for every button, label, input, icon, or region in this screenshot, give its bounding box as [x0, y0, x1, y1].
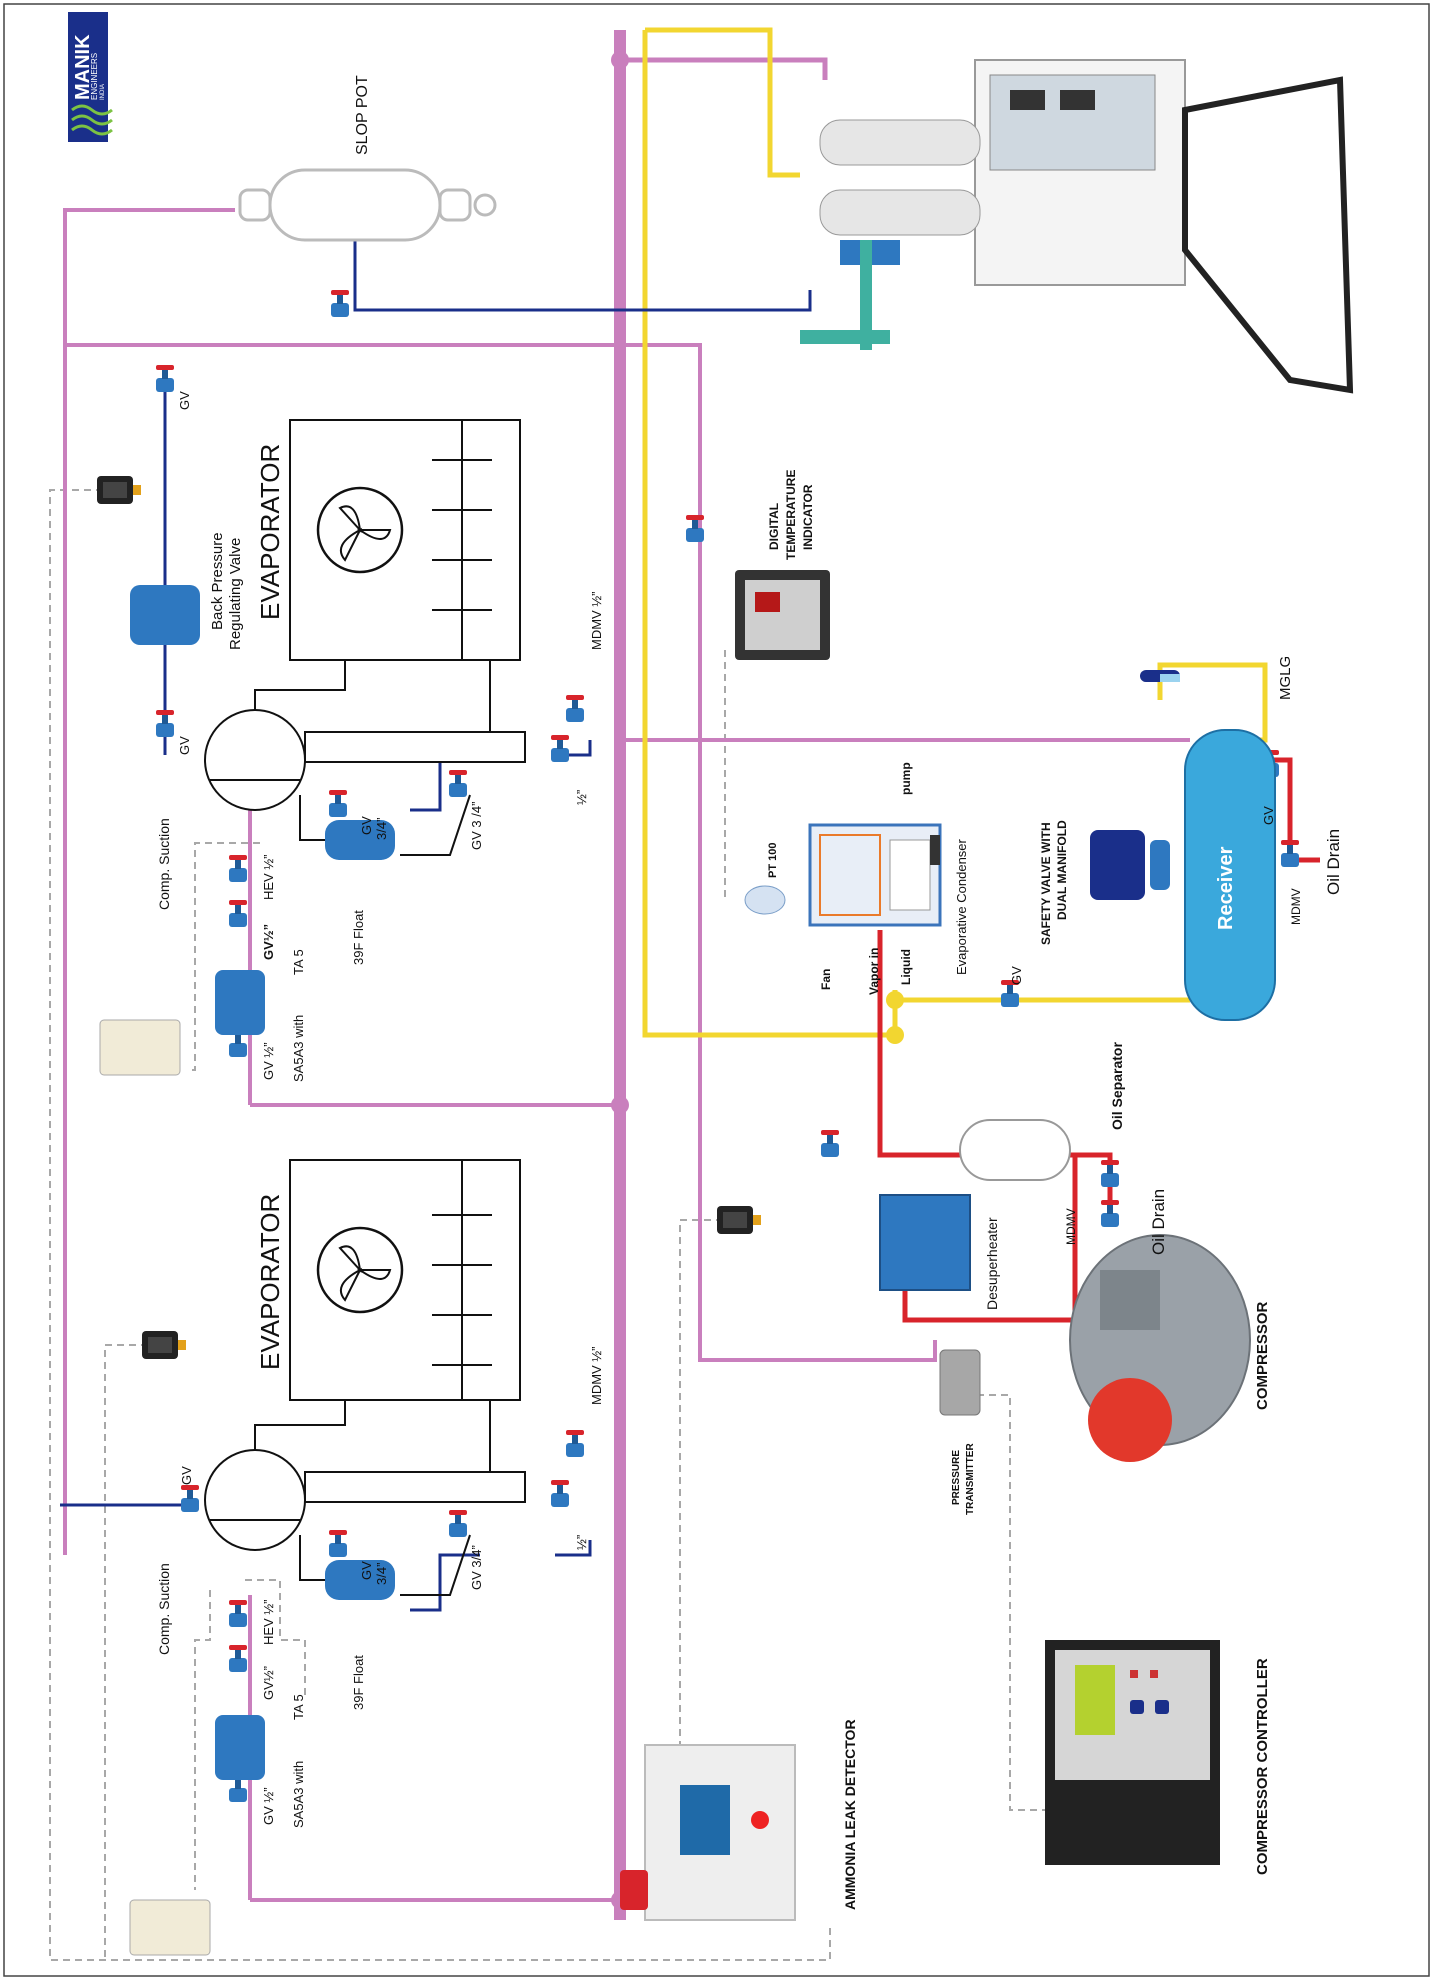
evaporative-condenser-label: Evaporative Condenser: [954, 839, 969, 975]
slop-pot-label: SLOP POT: [354, 75, 371, 155]
surge-drums: [204, 660, 526, 1596]
pt100-label: PT 100: [767, 842, 779, 878]
desuperheater-unit: [879, 1194, 971, 1291]
vapor-in-label: Vapor in: [867, 947, 881, 995]
half-bot-label: ½”: [574, 1534, 589, 1550]
float-valves: [325, 820, 395, 1600]
ammonia-leak-detector-label: AMMONIA LEAK DETECTOR: [842, 1719, 858, 1910]
half-top-label: ½”: [574, 789, 589, 805]
oil-drain-comp-label: Oil Drain: [1149, 1188, 1168, 1255]
evaporator-bottom-label: EVAPORATOR: [255, 1193, 285, 1370]
comp-suction-bot-label: Comp. Suction: [156, 1563, 172, 1655]
mdmv-oil-label: MDMV: [1064, 1208, 1078, 1245]
sasa-bot-1: SA5A3 with: [291, 1760, 306, 1828]
safety-valve-label-1: SAFETY VALVE WITH: [1039, 822, 1053, 945]
gv-label-3: GV: [179, 1466, 194, 1485]
oil-separator-label: Oil Separator: [1109, 1042, 1125, 1130]
compressor-controller-label: COMPRESSOR CONTROLLER: [1254, 1658, 1271, 1875]
mdmv-bot-label: MDMV ½”: [589, 1346, 604, 1406]
evaporator-top-label: EVAPORATOR: [255, 443, 285, 620]
oil-drain-receiver-label: Oil Drain: [1324, 828, 1343, 895]
sasa-top-1: SA5A3 with: [291, 1014, 306, 1082]
brand-sub: ENGINEERS: [90, 52, 99, 100]
safety-valve-manifold: [1090, 830, 1170, 900]
mdmv-top-label: MDMV ½”: [589, 591, 604, 651]
back-pressure-valve: [130, 585, 200, 645]
gv-label-1: GV: [177, 391, 192, 410]
digital-temp-label-3: INDICATOR: [801, 484, 815, 550]
gv-half-top-label: GV½”: [261, 923, 276, 960]
safety-valve-label-2: DUAL MANIFOLD: [1055, 820, 1069, 920]
diagram-frame: [3, 3, 1430, 1977]
float-top-label: 39F Float: [351, 910, 366, 965]
suction-lines: [63, 30, 1190, 1920]
gv-3-4-top-label: GV 3 /4”: [469, 801, 484, 850]
gv34-bot-a: GV: [359, 1561, 374, 1580]
pressure-transmitter-device: [939, 1349, 981, 1416]
manik-logo: [68, 12, 113, 142]
mglg-label: MGLG: [1277, 655, 1294, 700]
gv-half2-top-label: GV ½”: [261, 1042, 276, 1080]
sasa-top-2: TA 5: [291, 949, 306, 975]
digital-temp-label-1: DIGITAL: [767, 502, 781, 550]
gv-3-4-bot-label: GV 3/4”: [469, 1545, 484, 1590]
gv-label-2: GV: [177, 736, 192, 755]
gv34-top-b: 3/4”: [374, 817, 389, 840]
mdmv-receiver-label: MDMV: [1289, 888, 1303, 925]
evaporator-top: [289, 419, 521, 661]
liquid-label: Liquid: [899, 949, 913, 985]
receiver-label: Receiver: [1215, 846, 1237, 930]
digital-temperature-indicator-device: [735, 570, 830, 660]
sasa-bot-2: TA 5: [291, 1694, 306, 1720]
pump-label: pump: [899, 762, 913, 795]
receiver: [1140, 670, 1276, 1021]
fan-label: Fan: [819, 968, 833, 990]
ammonia-leak-detector-device: [620, 1744, 796, 1921]
refrigeration-skid: [800, 59, 1354, 394]
gv-liquid-label: GV: [1009, 966, 1024, 985]
hev-bot-label: HEV ½”: [261, 1599, 276, 1645]
comp-suction-top-label: Comp. Suction: [156, 818, 172, 910]
brand-country: INDIA: [100, 83, 106, 100]
oil-separator: [959, 1119, 1071, 1181]
gv-receiver-label: GV: [1261, 806, 1276, 825]
compressor-label: COMPRESSOR: [1254, 1301, 1271, 1410]
compressor-unit: [1069, 1234, 1251, 1462]
pressure-transmitter-label-2: TRANSMITTER: [965, 1443, 976, 1515]
digital-temp-label-2: TEMPERATURE: [784, 469, 798, 560]
compressor-controller-device: [1045, 1640, 1220, 1865]
signal-lines: [49, 489, 1070, 1961]
gv-half2-bot-label: GV ½”: [261, 1787, 276, 1825]
gv34-bot-b: 3/4”: [374, 1562, 389, 1585]
gv-half-bot-label: GV½”: [261, 1666, 276, 1700]
desuperheater-label: Desuperheater: [984, 1217, 1000, 1310]
back-pressure-label-2: Regulating Valve: [227, 537, 244, 650]
evaporative-condenser: [744, 823, 942, 927]
hev-top-label: HEV ½”: [261, 854, 276, 900]
evaporator-bottom: [289, 1159, 521, 1401]
level-controllers: [99, 970, 265, 1956]
float-bot-label: 39F Float: [351, 1655, 366, 1710]
slop-pot: [238, 168, 497, 242]
back-pressure-label-1: Back Pressure: [209, 532, 226, 630]
pressure-transmitter-label-1: PRESSURE: [951, 1449, 962, 1505]
gv34-top-a: GV: [359, 816, 374, 835]
